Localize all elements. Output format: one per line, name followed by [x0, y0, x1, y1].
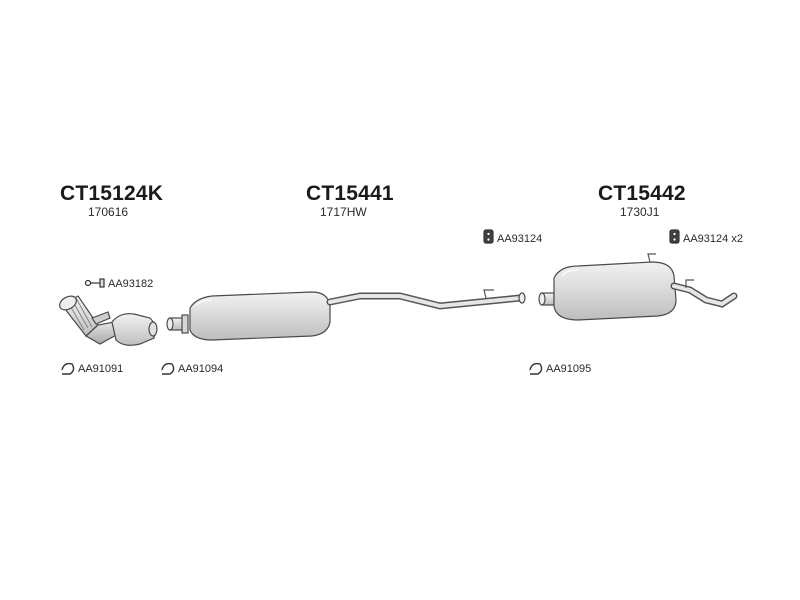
label-mid-clamp: AA91094	[178, 363, 224, 375]
group-title-middle: CT15441	[306, 182, 394, 205]
group-title-front: CT15124K	[60, 182, 164, 205]
clamp-icon	[529, 362, 543, 375]
group-code-rear: 1730J1	[620, 205, 660, 219]
middle-silencer-part	[166, 289, 526, 341]
label-front-pipe-mount: AA93182	[108, 278, 154, 290]
group-code-middle: 1717HW	[320, 205, 367, 219]
clamp-icon	[161, 362, 175, 375]
label-mid-rubber-mount: AA93124	[497, 233, 543, 245]
rubber-mount-icon	[483, 229, 494, 244]
catalytic-converter-part	[59, 295, 158, 346]
rubber-mount-icon	[669, 229, 680, 244]
label-rear-rubber-mount: AA93124 x2	[683, 233, 743, 245]
group-code-front: 170616	[88, 205, 129, 219]
group-title-rear: CT15442	[598, 182, 686, 205]
rear-silencer-part	[538, 253, 738, 321]
label-rear-clamp: AA91095	[546, 363, 592, 375]
mount-bolt-icon	[84, 278, 105, 288]
label-front-clamp: AA91091	[78, 363, 124, 375]
clamp-icon	[61, 362, 75, 375]
